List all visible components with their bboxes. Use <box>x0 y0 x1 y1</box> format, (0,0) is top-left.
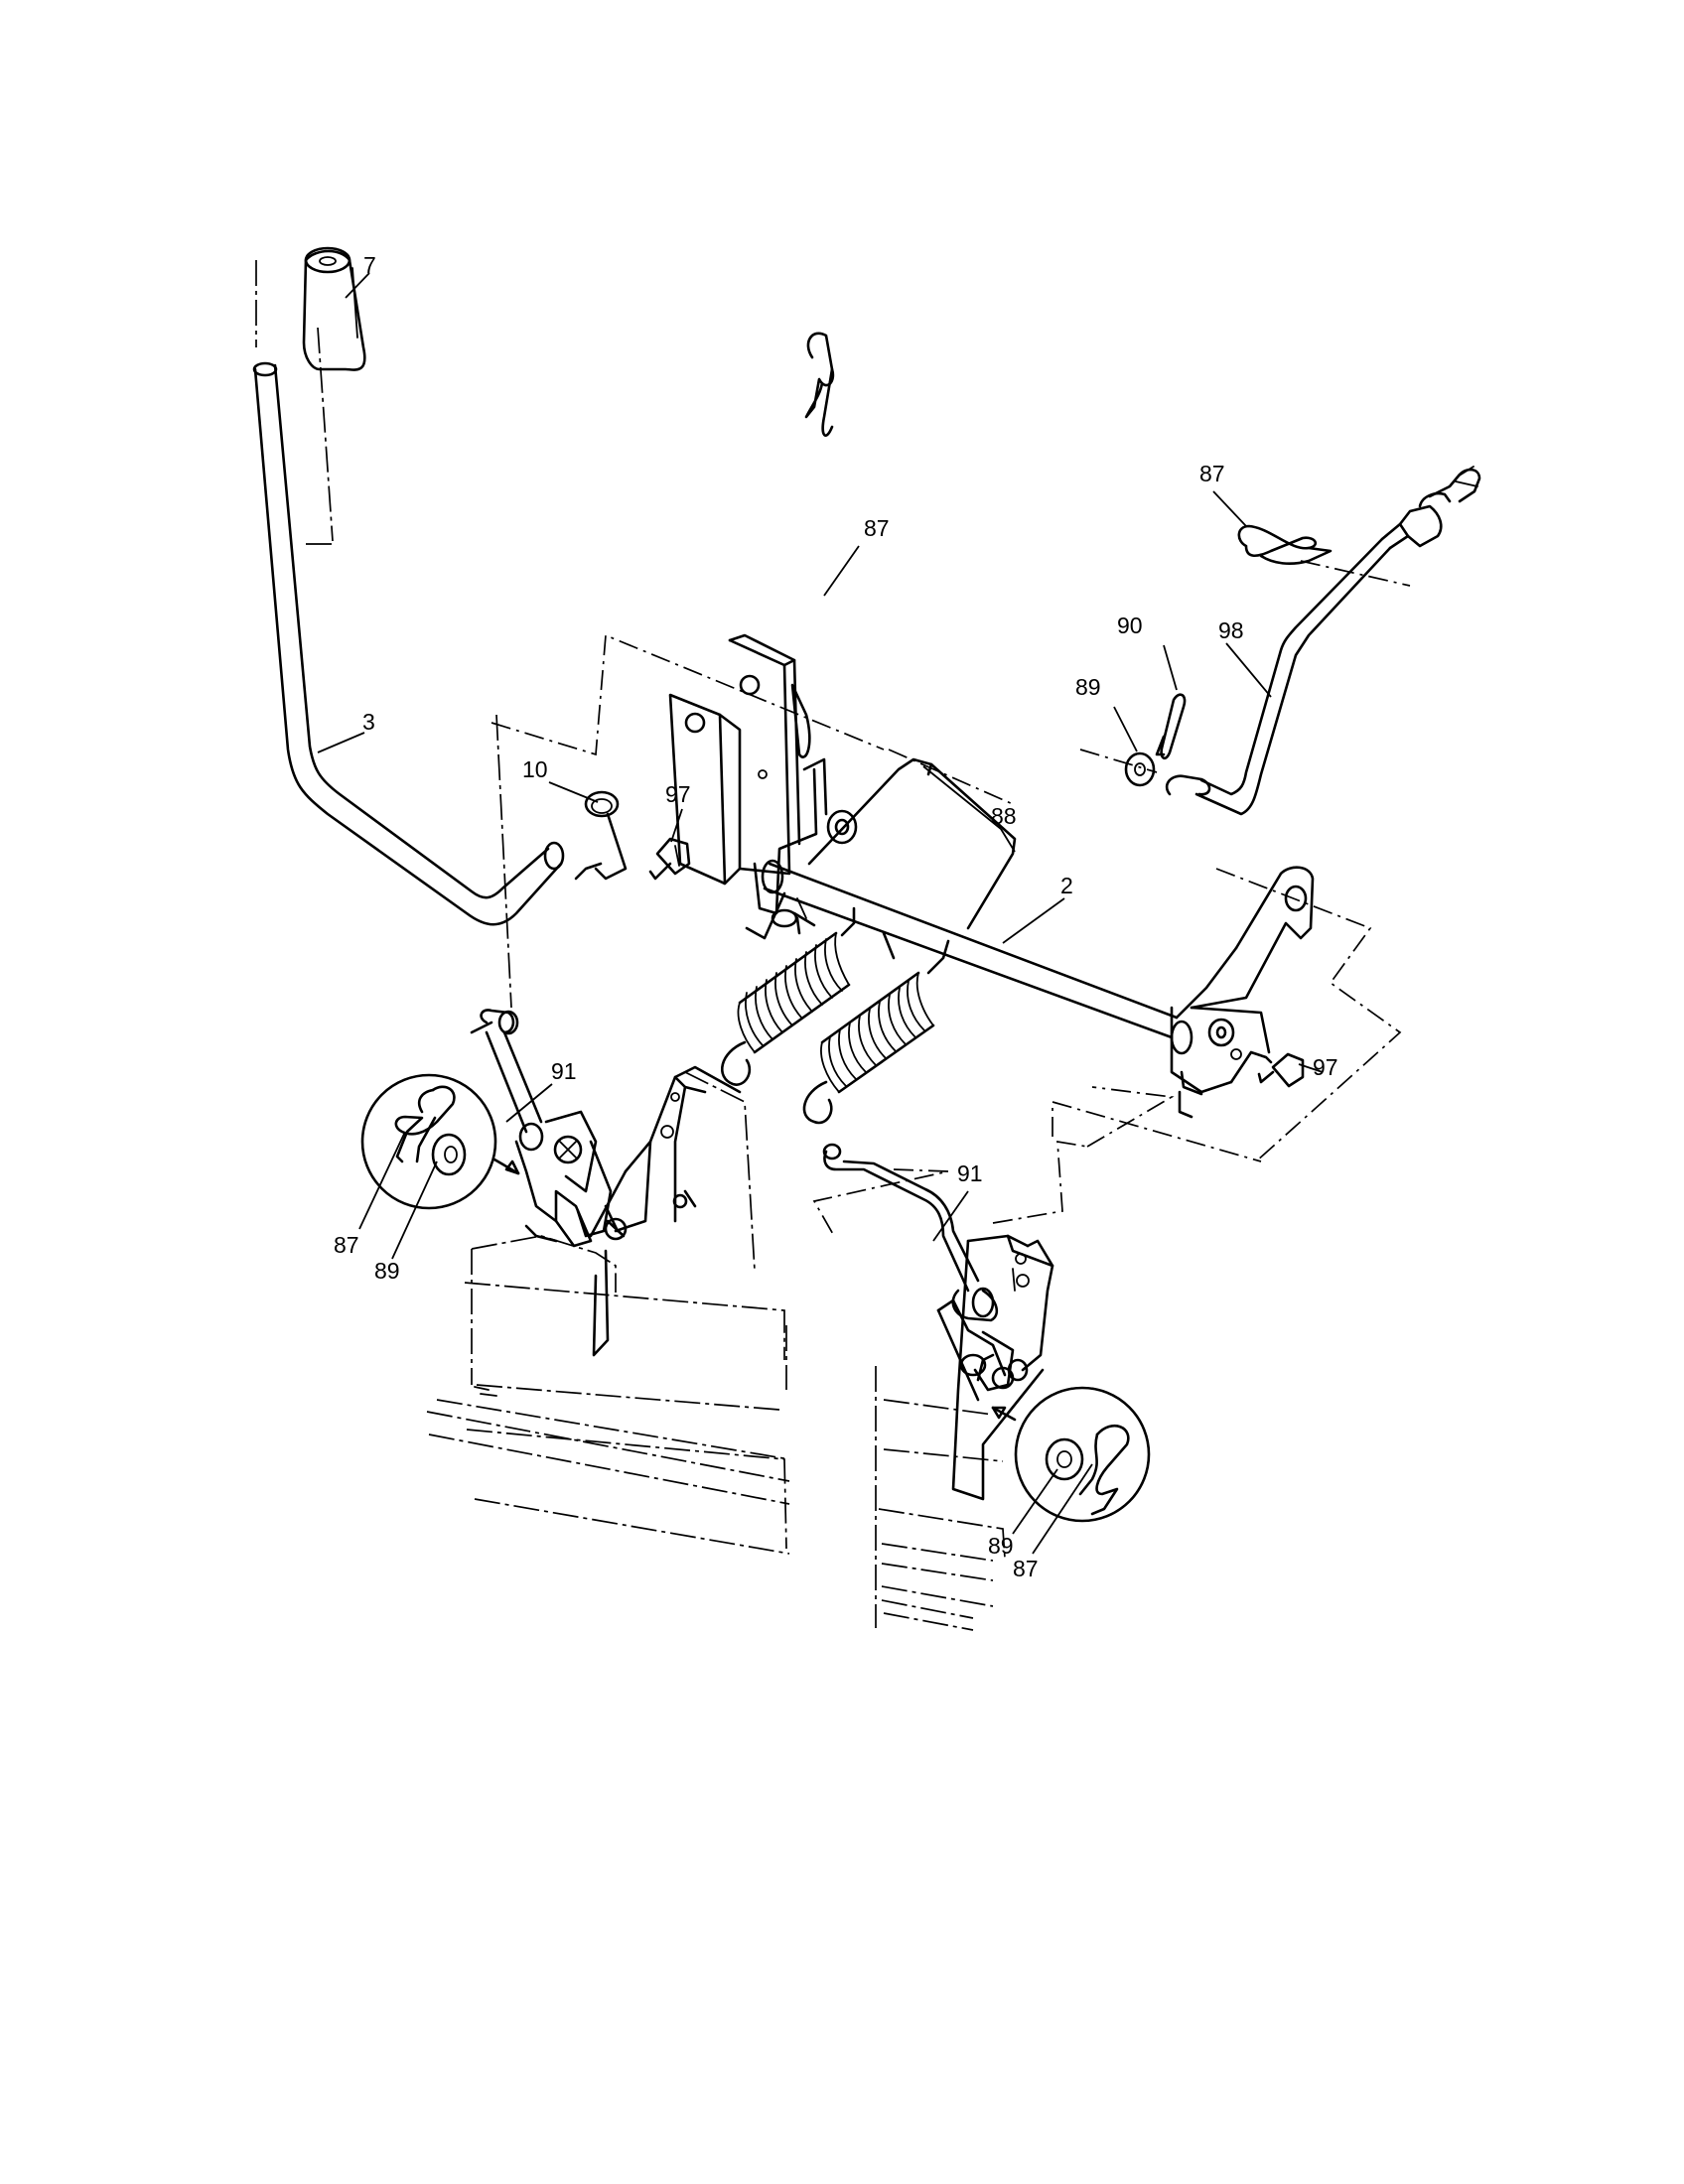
callout-89-detail-right: 89 <box>988 1533 1014 1559</box>
hairpin-clip-right <box>1237 524 1333 566</box>
detail-circle-right <box>991 1386 1151 1523</box>
extension-springs <box>721 757 1017 1125</box>
callout-89-detail-left: 89 <box>374 1258 400 1284</box>
spring-coil-left <box>721 906 856 1086</box>
pin-connection-right <box>1079 560 1411 773</box>
spring-coil-right <box>802 939 950 1125</box>
callout-10: 10 <box>522 756 548 782</box>
bracket-left <box>524 1065 756 1357</box>
leader-lines <box>317 272 1324 1555</box>
callout-88: 88 <box>991 803 1017 829</box>
torsion-spring <box>574 790 628 881</box>
callout-87-detail-right: 87 <box>1013 1556 1039 1581</box>
callout-2: 2 <box>1060 873 1073 898</box>
callout-97-left: 97 <box>665 781 691 807</box>
callout-98: 98 <box>1218 617 1244 643</box>
callout-91-right: 91 <box>957 1160 983 1186</box>
callout-87-detail-left: 87 <box>334 1232 359 1258</box>
callout-3: 3 <box>362 709 375 735</box>
clevis-pin-90 <box>1155 693 1187 760</box>
callout-89-right: 89 <box>1075 674 1101 700</box>
callout-7: 7 <box>363 252 376 278</box>
lift-lever-rod <box>252 361 565 926</box>
hairpin-clip-top <box>804 332 835 438</box>
deck-ghost-outline-right <box>875 1366 1006 1631</box>
bolt-left <box>648 837 691 881</box>
lift-link-91-left <box>470 714 558 1223</box>
deck-ghost-outline-left <box>426 1235 790 1555</box>
pivot-bracket <box>745 757 858 940</box>
center-mount-bracket <box>668 633 811 886</box>
handle-grip <box>255 246 366 545</box>
callout-87-right: 87 <box>1199 461 1225 486</box>
lift-link-rod-98 <box>1165 466 1481 816</box>
callout-90: 90 <box>1117 613 1143 638</box>
callout-97-right: 97 <box>1313 1054 1338 1080</box>
lift-shaft <box>761 859 1179 1039</box>
callout-labels: 7 3 10 97 87 88 2 97 87 90 98 89 91 87 8… <box>334 252 1338 1581</box>
washer-89-right <box>1124 751 1156 787</box>
bracket-right <box>936 1234 1054 1501</box>
pivot-arm-right <box>1170 866 1315 1119</box>
callout-87-top: 87 <box>864 515 890 541</box>
frame-outline <box>491 633 1402 1237</box>
callout-91-left: 91 <box>551 1058 577 1084</box>
bolt-right <box>1257 1052 1305 1088</box>
detail-circle-left <box>360 1073 520 1210</box>
